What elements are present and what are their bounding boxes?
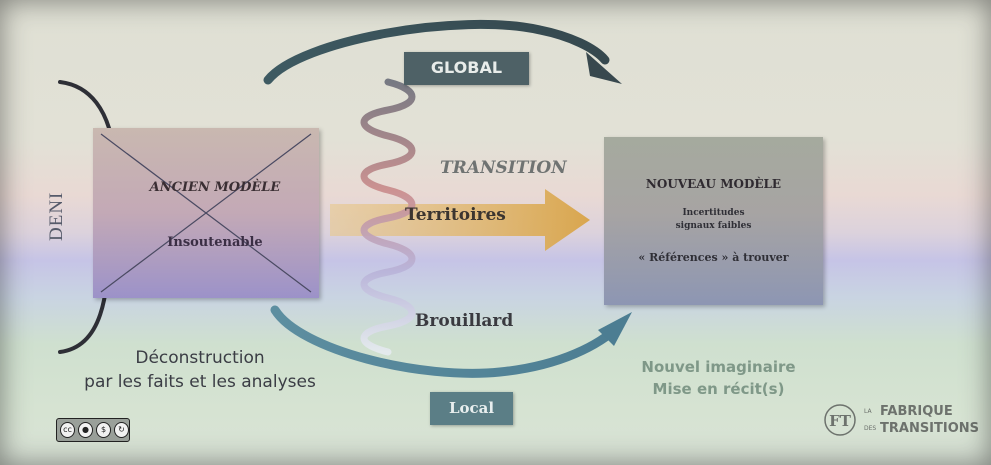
local-label: Local xyxy=(448,399,495,417)
global-arc-head xyxy=(586,52,622,84)
cc-icon: cc xyxy=(60,422,75,438)
nouvel-imaginaire-caption: Nouvel imaginaire Mise en récit(s) xyxy=(606,356,831,400)
local-arc xyxy=(270,305,625,378)
sa-icon: ↻ xyxy=(114,422,129,438)
logo-mark-text: FT xyxy=(829,412,852,430)
transition-spiral xyxy=(360,78,416,356)
nouveau-modele-box xyxy=(604,137,823,305)
nouveau-modele-line2: signaux faibles xyxy=(675,221,752,231)
local-box xyxy=(430,392,513,425)
ancien-modele-subtitle: Insoutenable xyxy=(167,235,263,250)
nouvel-line1: Nouvel imaginaire xyxy=(641,358,796,376)
nouveau-modele-line1: Incertitudes xyxy=(682,208,745,218)
global-label: GLOBAL xyxy=(430,58,503,77)
deconstruction-line2: par les faits et les analyses xyxy=(84,372,316,392)
transition-label: TRANSITION xyxy=(440,158,567,178)
global-arc xyxy=(263,19,610,85)
territoires-label: Territoires xyxy=(405,205,506,225)
deni-label: DENI xyxy=(46,191,67,241)
deconstruction-line1: Déconstruction xyxy=(135,348,265,368)
nouvel-line2: Mise en récit(s) xyxy=(652,380,785,398)
territoires-arrow xyxy=(330,189,590,251)
nouveau-modele-title: NOUVEAU MODÈLE xyxy=(645,177,782,191)
ancien-modele-title: ANCIEN MODÈLE xyxy=(149,180,281,195)
by-icon: ● xyxy=(78,422,93,438)
logo-fabrique: FABRIQUE xyxy=(880,404,953,419)
fabrique-logo-icon: FT xyxy=(824,404,856,436)
logo-small-la: LA xyxy=(864,408,872,415)
nc-icon: $ xyxy=(96,422,111,438)
creative-commons-badge: cc ● $ ↻ xyxy=(56,418,130,442)
deconstruction-caption: Déconstruction par les faits et les anal… xyxy=(30,346,370,394)
logo-small-des: DES xyxy=(864,425,877,432)
global-box xyxy=(404,52,529,85)
nouveau-modele-line3: « Références » à trouver xyxy=(638,251,789,264)
local-arc-head xyxy=(598,312,632,346)
logo-transitions: TRANSITIONS xyxy=(880,421,980,436)
ancien-cross xyxy=(100,133,312,293)
brouillard-label: Brouillard xyxy=(415,311,514,331)
